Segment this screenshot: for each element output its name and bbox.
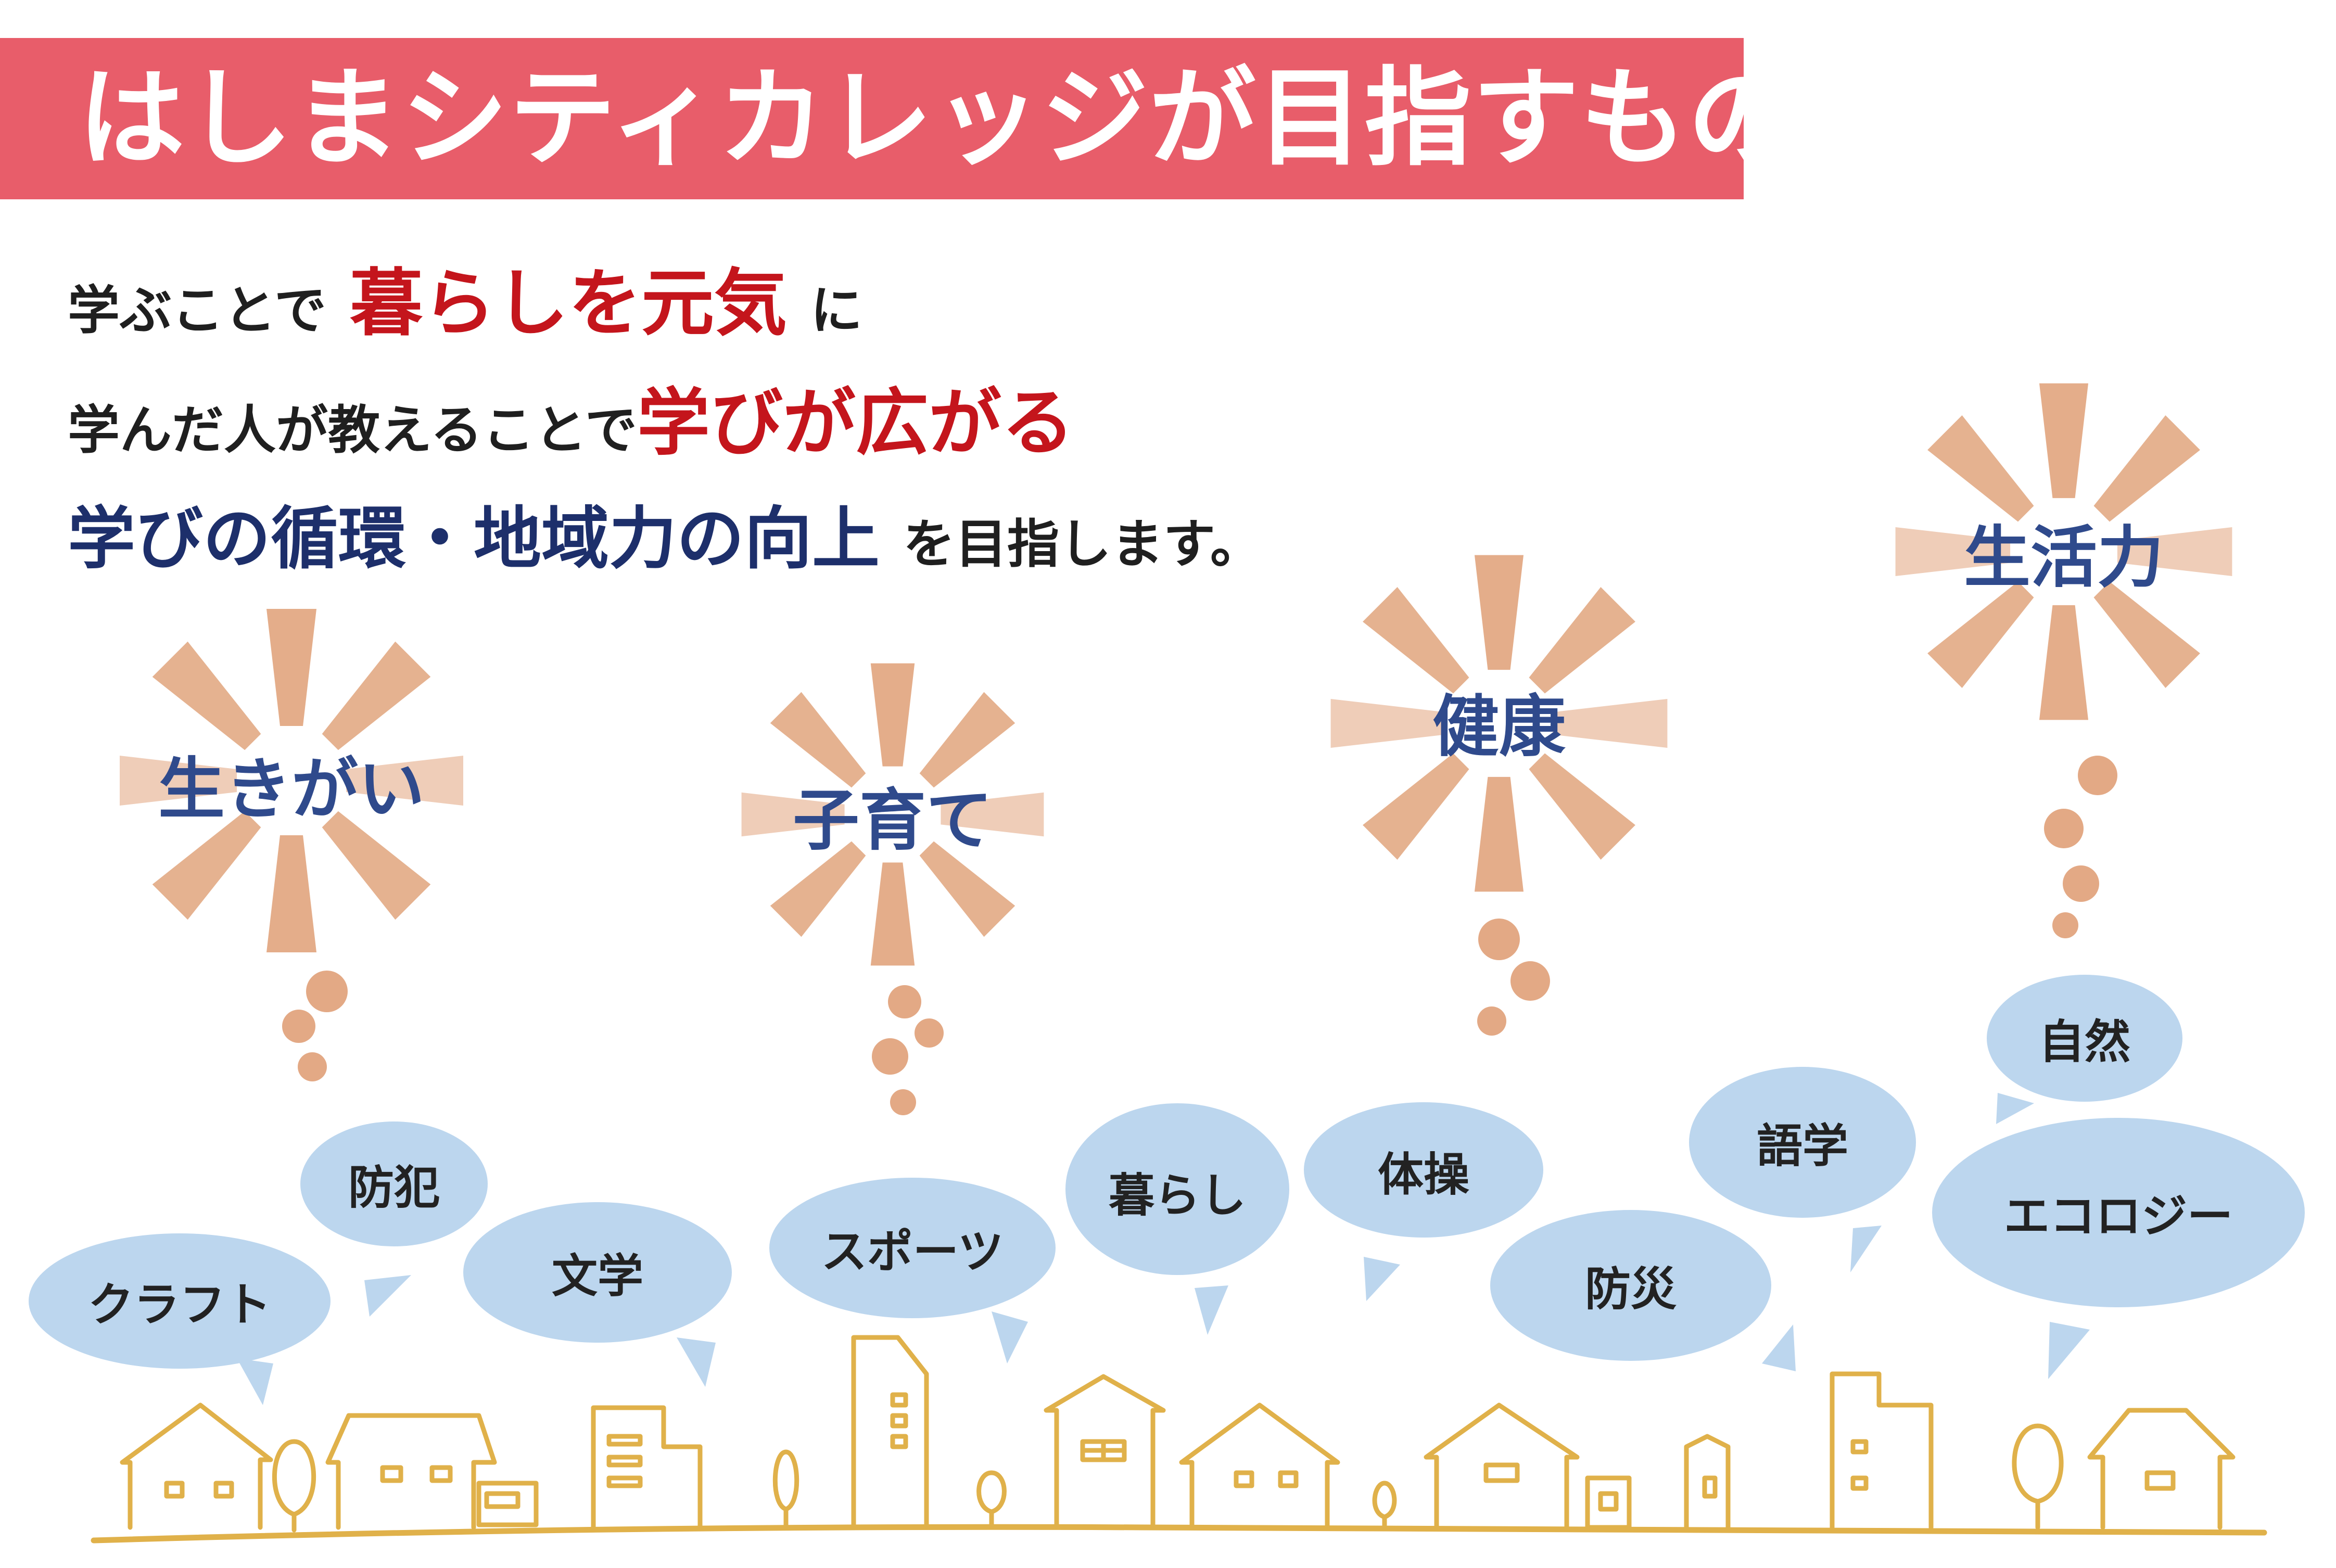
bubble-language: 語学 [1756, 1119, 1849, 1173]
intro-line-1-suffix: に [810, 280, 863, 341]
thought-dots [282, 756, 2117, 1115]
intro-line-2-highlight: 学びが広がる [637, 381, 1075, 466]
intro-line-2: 学んだ人が教えることで学びが広がる [68, 364, 1074, 469]
bubble-sports: スポーツ [821, 1225, 1004, 1279]
page-title: はしまシティカレッジが目指すもの [78, 57, 1796, 181]
bubble-ecology: エコロジー [2003, 1189, 2233, 1243]
intro-line-1-highlight: 暮らしを元気 [350, 261, 788, 346]
bubble-crime-prevention: 防犯 [348, 1161, 440, 1215]
bubble-living: 暮らし [1108, 1168, 1247, 1222]
bubble-disaster-prevention: 防災 [1584, 1262, 1677, 1316]
intro-line-1-prefix: 学ぶことで [68, 280, 326, 341]
town-illustration [91, 1335, 2267, 1544]
burst-label-seikatsuryoku: 生活力 [1963, 519, 2164, 597]
intro-line-2-prefix: 学んだ人が教えることで [68, 400, 637, 461]
burst-label-kenkou: 健康 [1432, 688, 1566, 766]
title-banner [0, 38, 1744, 199]
intro-line-3-highlight: 学びの循環・地域力の向上 [68, 499, 880, 578]
bubble-exercise: 体操 [1377, 1148, 1470, 1202]
burst-label-kosodate: 子育て [792, 782, 993, 860]
bubble-craft: クラフト [87, 1278, 272, 1332]
bubble-literature: 文学 [551, 1249, 644, 1303]
intro-line-1: 学ぶことで暮らしを元気に [68, 245, 862, 350]
speech-bubbles [29, 975, 2305, 1405]
intro-line-3: 学びの循環・地域力の向上を目指します。 [68, 484, 1262, 582]
intro-line-3-suffix: を目指します。 [903, 514, 1263, 575]
bubble-nature: 自然 [2038, 1015, 2131, 1069]
burst-label-ikigai: 生きがい [158, 750, 425, 828]
